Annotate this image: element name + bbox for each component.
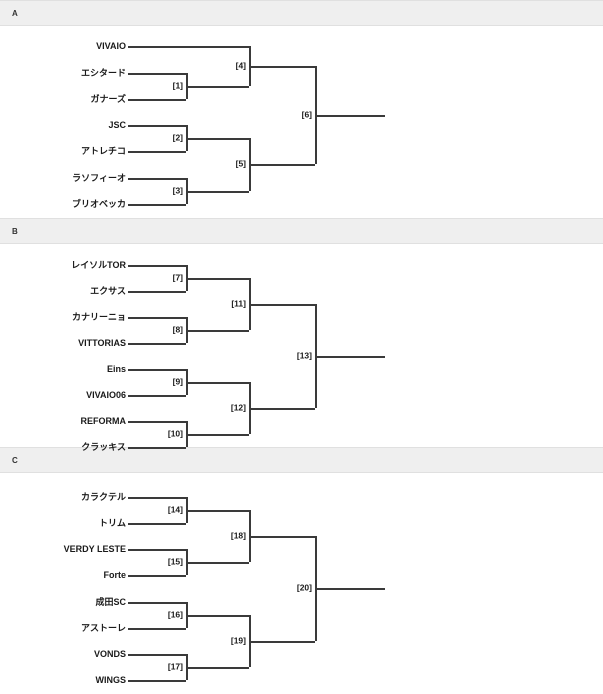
winner-line bbox=[186, 615, 249, 617]
match-number: [17] bbox=[167, 661, 183, 672]
team-label: カラクテル bbox=[80, 492, 126, 502]
match-number: [13] bbox=[296, 350, 312, 361]
bracket-group-c: カラクテル トリム VERDY LESTE Forte 成田SC アストーレ V… bbox=[0, 473, 603, 685]
team-label: 成田SC bbox=[95, 597, 126, 607]
winner-line bbox=[249, 641, 315, 643]
team-label: ラソフィーオ bbox=[72, 173, 126, 183]
winner-line bbox=[186, 510, 249, 512]
winner-line bbox=[249, 164, 315, 166]
winner-line bbox=[249, 536, 315, 538]
winner-line bbox=[186, 278, 249, 280]
feed-line bbox=[128, 178, 186, 180]
team-label: ブリオベッカ bbox=[71, 199, 126, 209]
bracket-group-b: レイソルTOR エクサス カナリーニョ VITTORIAS Eins VIVAI… bbox=[0, 244, 603, 452]
feed-line bbox=[128, 291, 186, 293]
winner-line bbox=[186, 138, 249, 140]
winner-line bbox=[249, 408, 315, 410]
match-number: [4] bbox=[235, 60, 246, 71]
bye-line-vivaio bbox=[128, 46, 249, 48]
team-label: Forte bbox=[103, 570, 127, 580]
group-header-b: B bbox=[0, 218, 603, 244]
match-number: [20] bbox=[296, 582, 312, 593]
team-label: VIVAIO06 bbox=[86, 390, 126, 400]
winner-line bbox=[186, 667, 249, 669]
match-number: [12] bbox=[230, 402, 246, 413]
team-label: エシタード bbox=[80, 68, 126, 78]
match-number: [9] bbox=[172, 376, 183, 387]
feed-line bbox=[128, 421, 186, 423]
feed-line bbox=[128, 395, 186, 397]
team-label: ガナーズ bbox=[90, 94, 126, 104]
winner-line bbox=[186, 434, 249, 436]
feed-line bbox=[128, 204, 186, 206]
feed-line bbox=[128, 317, 186, 319]
winner-line bbox=[186, 382, 249, 384]
feed-line bbox=[128, 343, 186, 345]
team-label: JSC bbox=[108, 120, 126, 130]
winner-line bbox=[249, 66, 315, 68]
champion-line bbox=[315, 356, 385, 358]
team-label: VITTORIAS bbox=[78, 338, 126, 348]
match-number: [6] bbox=[301, 109, 312, 120]
feed-line bbox=[128, 125, 186, 127]
group-header-a: A bbox=[0, 0, 603, 26]
feed-line bbox=[128, 265, 186, 267]
champion-line bbox=[315, 588, 385, 590]
match-number: [10] bbox=[167, 428, 183, 439]
team-label: レイソルTOR bbox=[71, 260, 126, 270]
match-number: [18] bbox=[230, 530, 246, 541]
match-number: [8] bbox=[172, 324, 183, 335]
group-letter: A bbox=[12, 8, 19, 18]
winner-line bbox=[186, 330, 249, 332]
bracket-group-a: VIVAIO エシタード ガナーズ JSC アトレチコ ラソフィーオ ブリオベッ… bbox=[0, 26, 603, 218]
feed-line bbox=[128, 497, 186, 499]
champion-line bbox=[315, 115, 385, 117]
team-label: VONDS bbox=[93, 649, 126, 659]
team-label: VIVAIO bbox=[96, 41, 126, 51]
match-number: [19] bbox=[230, 635, 246, 646]
winner-line bbox=[249, 304, 315, 306]
feed-line bbox=[128, 73, 186, 75]
team-label: WINGS bbox=[95, 675, 127, 685]
feed-line bbox=[128, 151, 186, 153]
group-letter: C bbox=[12, 455, 19, 465]
match-number: [2] bbox=[172, 132, 183, 143]
feed-line bbox=[128, 654, 186, 656]
winner-line bbox=[186, 86, 249, 88]
feed-line bbox=[128, 680, 186, 682]
winner-line bbox=[186, 191, 249, 193]
team-label: エクサス bbox=[90, 286, 126, 296]
feed-line bbox=[128, 447, 186, 449]
feed-line bbox=[128, 523, 186, 525]
team-label: トリム bbox=[98, 518, 126, 528]
feed-line bbox=[128, 602, 186, 604]
team-label: カナリーニョ bbox=[71, 312, 126, 322]
match-number: [16] bbox=[167, 609, 183, 620]
winner-line bbox=[186, 562, 249, 564]
match-number: [7] bbox=[172, 272, 183, 283]
match-number: [5] bbox=[235, 158, 246, 169]
feed-line bbox=[128, 369, 186, 371]
feed-line bbox=[128, 628, 186, 630]
feed-line bbox=[128, 99, 186, 101]
team-label: アトレチコ bbox=[80, 146, 126, 156]
group-header-c: C bbox=[0, 447, 603, 473]
team-label: REFORMA bbox=[80, 416, 127, 426]
match-number: [1] bbox=[172, 80, 183, 91]
team-label: クラッキス bbox=[81, 442, 126, 452]
match-number: [11] bbox=[231, 298, 246, 309]
team-label: Eins bbox=[106, 364, 126, 374]
match-number: [15] bbox=[167, 556, 183, 567]
match-number: [3] bbox=[172, 185, 183, 196]
feed-line bbox=[128, 575, 186, 577]
feed-line bbox=[128, 549, 186, 551]
match-number: [14] bbox=[167, 504, 183, 515]
group-letter: B bbox=[12, 226, 19, 236]
team-label: VERDY LESTE bbox=[63, 544, 126, 554]
team-label: アストーレ bbox=[80, 623, 126, 633]
